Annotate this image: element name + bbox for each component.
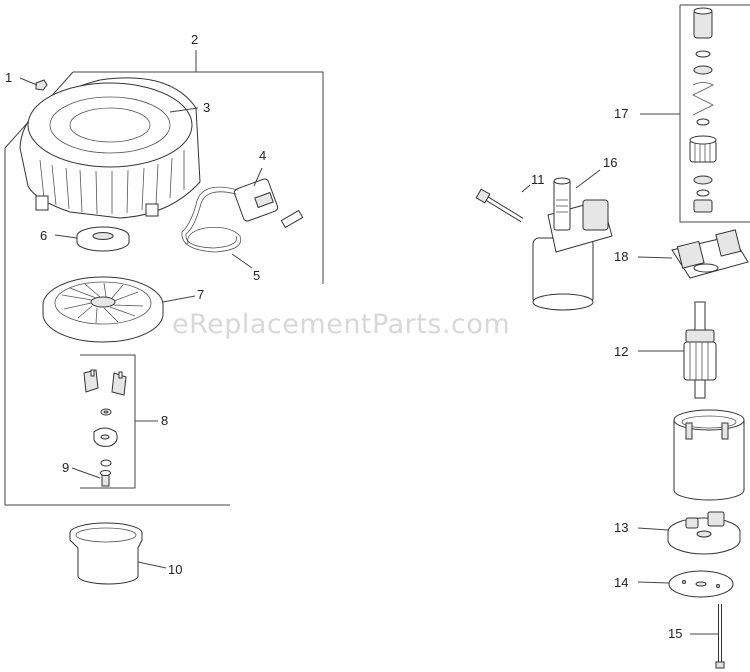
callout-12: 12 bbox=[614, 344, 628, 359]
part-5-wire bbox=[181, 186, 253, 269]
callout-1: 1 bbox=[5, 70, 12, 85]
callout-15: 15 bbox=[668, 626, 682, 641]
callout-7: 7 bbox=[197, 287, 204, 302]
group-bracket-8 bbox=[80, 354, 158, 489]
group-bracket-17 bbox=[640, 4, 750, 223]
callout-11: 11 bbox=[531, 172, 545, 187]
callout-8: 8 bbox=[161, 413, 168, 428]
part-11-bolt bbox=[475, 184, 531, 223]
part-14-gasket bbox=[637, 570, 734, 598]
callout-5: 5 bbox=[253, 268, 260, 283]
part-6-washer bbox=[54, 226, 130, 252]
part-12-armature bbox=[638, 301, 717, 399]
callout-2: 2 bbox=[191, 32, 198, 47]
part-motor-housing bbox=[673, 409, 745, 501]
part-7-pulley bbox=[42, 276, 196, 343]
part-18-end-cap bbox=[637, 229, 749, 279]
part-15-thru-bolt bbox=[690, 604, 725, 669]
part-4-switch bbox=[233, 167, 304, 229]
callout-17: 17 bbox=[614, 106, 628, 121]
part-8-pawls bbox=[83, 369, 127, 467]
callout-3: 3 bbox=[203, 100, 210, 115]
callout-13: 13 bbox=[614, 520, 628, 535]
part-17-drive-kit bbox=[689, 7, 717, 213]
part-16-starter-motor bbox=[532, 169, 613, 311]
callout-4: 4 bbox=[259, 148, 266, 163]
part-9-screw bbox=[71, 467, 111, 487]
part-3-recoil-housing bbox=[19, 77, 201, 219]
callout-9: 9 bbox=[62, 460, 69, 475]
callout-14: 14 bbox=[614, 575, 628, 590]
callout-10: 10 bbox=[168, 562, 182, 577]
callout-6: 6 bbox=[40, 228, 47, 243]
part-1-bolt bbox=[19, 77, 48, 91]
callout-18: 18 bbox=[614, 249, 628, 264]
callout-16: 16 bbox=[603, 155, 617, 170]
part-10-cup bbox=[69, 522, 167, 585]
part-13-end-plate bbox=[637, 511, 741, 555]
watermark-text: eReplacementParts.com bbox=[172, 309, 510, 340]
